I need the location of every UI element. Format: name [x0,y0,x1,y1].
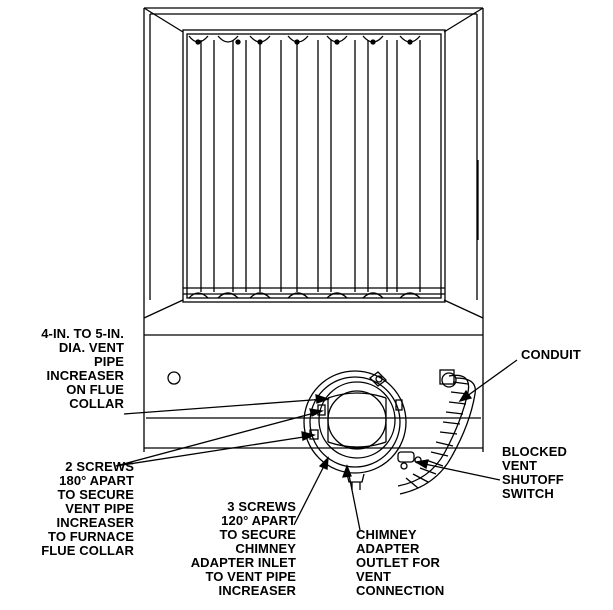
label-line: FLUE COLLAR [41,543,134,558]
label-line: VENT PIPE [65,501,134,516]
leader-three-screws [293,461,327,526]
flue-collar-assembly [303,370,407,490]
arrowhead [318,456,329,470]
label-two-screws: 2 SCREWS 180° APART TO SECURE VENT PIPE … [0,460,134,558]
arrowhead [315,394,330,404]
label-line: BLOCKED [502,444,567,459]
arrowhead [309,408,325,417]
label-line: CONDUIT [521,347,581,362]
label-line: INCREASER [46,368,124,383]
label-line: TO VENT PIPE [205,569,296,584]
conduit [397,369,477,495]
arrowhead [301,431,316,441]
label-line: OUTLET FOR [356,555,441,570]
label-line: DIA. VENT [58,340,124,355]
label-line: TO FURNACE [48,529,134,544]
label-line: ON FLUE [66,382,124,397]
label-line: INCREASER [56,515,134,530]
leader-two-screws-a [115,411,319,467]
label-line: TO SECURE [219,527,296,542]
label-line: INCREASER [218,583,296,598]
label-vent-pipe-increaser: 4-IN. TO 5-IN. DIA. VENT PIPE INCREASER … [0,327,124,411]
label-line: 120° APART [221,513,296,528]
blocked-vent-switch [397,451,422,470]
leader-conduit [462,359,518,400]
arrowhead [342,464,352,478]
label-line: TO SECURE [57,487,134,502]
label-line: 180° APART [59,473,134,488]
label-line: CONNECTION [356,583,445,598]
label-line: CHIMNEY [235,541,296,556]
label-line: 2 SCREWS [65,459,134,474]
label-line: CHIMNEY [356,527,417,542]
label-line: VENT [356,569,392,584]
label-three-screws: 3 SCREWS 120° APART TO SECURE CHIMNEY AD… [178,500,296,598]
leader-two-screws-b [115,435,311,467]
label-line: ADAPTER [356,541,420,556]
label-chimney-adapter: CHIMNEY ADAPTER OUTLET FOR VENT CONNECTI… [356,528,444,598]
heat-exchanger [182,29,446,303]
leader-blocked-vent-switch [419,462,501,481]
label-line: 4-IN. TO 5-IN. [41,326,124,341]
label-line: SHUTOFF [502,472,564,487]
arrowhead [458,389,473,403]
leader-chimney-adapter [347,469,361,531]
label-line: ADAPTER INLET [190,555,296,570]
arrowhead [414,459,429,470]
access-hole [167,371,181,385]
label-blocked-vent-switch: BLOCKED VENT SHUTOFF SWITCH [502,445,567,501]
leader-vent-pipe-increaser [123,398,326,415]
label-line: 3 SCREWS [227,499,296,514]
label-line: PIPE [93,354,124,369]
label-line: VENT [502,458,538,473]
furnace-cabinet [143,7,484,452]
label-conduit: CONDUIT [521,348,581,362]
label-line: COLLAR [69,396,124,411]
label-line: SWITCH [502,486,554,501]
